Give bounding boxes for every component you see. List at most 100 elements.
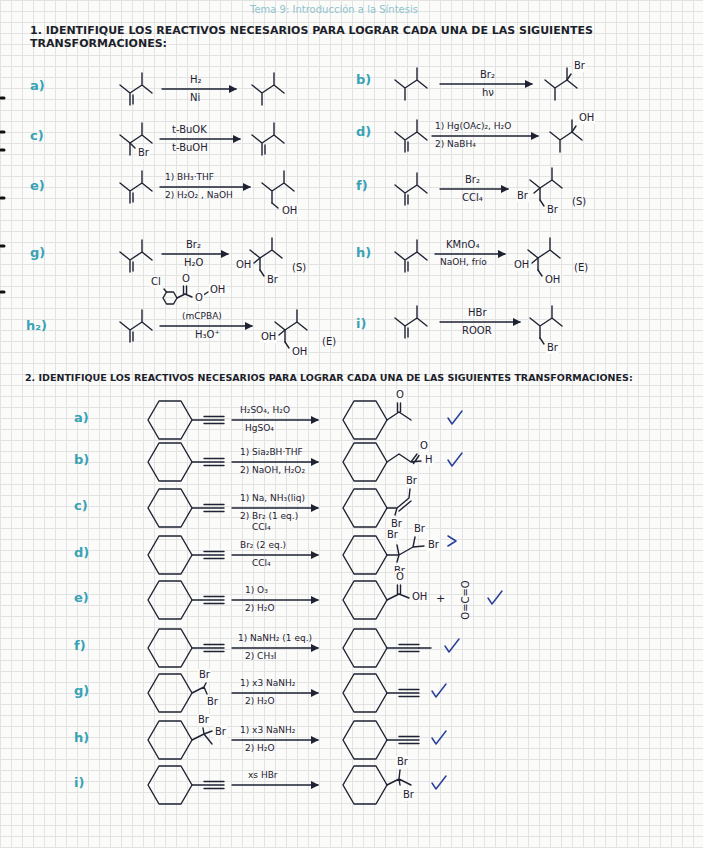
reagent-text: Br₂ (2 eq.) xyxy=(240,540,286,551)
binding-marks xyxy=(1,98,4,292)
item-letter: a) xyxy=(30,78,45,94)
item-letter: e) xyxy=(30,178,45,194)
atom-label: Br xyxy=(206,696,219,708)
reagent-text: KMnO₄ xyxy=(446,239,479,251)
atom-label: Br xyxy=(396,756,409,768)
item-letter: i) xyxy=(356,316,366,332)
reagent-text: t-BuOK xyxy=(172,124,207,136)
page-title: Tema 9: Introducción a la Síntesis xyxy=(250,4,418,16)
reagent-text: 1) BH₃·THF xyxy=(165,172,214,183)
atom-label: Br xyxy=(546,204,559,216)
atom-label: Br xyxy=(197,714,210,726)
item-letter: c) xyxy=(30,128,44,144)
reagent-text: 2) H₂O xyxy=(245,603,275,614)
atom-label: OH xyxy=(291,346,308,358)
atom-label: OH xyxy=(544,274,561,286)
reagent-text: 1) Na, NH₃(liq) xyxy=(240,493,305,504)
reagent-text: CCl₄ xyxy=(252,558,271,569)
reagent-text: 2) H₂O xyxy=(245,743,275,754)
item-letter: h) xyxy=(356,245,371,261)
reagent-text: 1) Hg(OAc)₂, H₂O xyxy=(435,121,511,132)
reagent-text: Br₂ xyxy=(480,69,495,81)
reagent-text: Ni xyxy=(190,92,200,104)
atom-label: Br xyxy=(137,147,150,159)
item-letter: e) xyxy=(74,590,89,606)
reagent-text: t-BuOH xyxy=(172,142,208,154)
atom-label: OH xyxy=(578,112,595,124)
reagent-text: Br₂ xyxy=(465,174,480,186)
reagent-text: (mCPBA) xyxy=(182,311,222,322)
atom-label: OH xyxy=(411,591,428,603)
atom-label: Br xyxy=(546,342,559,354)
atom-label: Br xyxy=(198,669,211,681)
atom-label: H xyxy=(424,454,434,466)
reagent-text: 2) NaBH₄ xyxy=(435,139,476,150)
atom-label: Br xyxy=(427,539,440,551)
item-letter: b) xyxy=(356,72,371,88)
reagent-text: Br₂ xyxy=(186,239,201,251)
atom-label: Br xyxy=(402,789,415,801)
atom-label: OH xyxy=(281,205,298,217)
atom-label: Br xyxy=(573,60,586,72)
reagent-text: NaOH, frío xyxy=(440,257,487,268)
reagent-text: ROOR xyxy=(462,325,492,337)
product-formula: O=C=O xyxy=(460,580,472,619)
item-letter: f) xyxy=(74,638,86,654)
stereo-descriptor: (E) xyxy=(574,262,588,274)
reagent-text: 2) Br₂ (1 eq.) xyxy=(240,511,298,522)
atom-label: OH xyxy=(235,259,252,271)
stereo-descriptor: (S) xyxy=(292,262,306,274)
atom-label: Cl xyxy=(150,276,162,288)
reagent-text: xs HBr xyxy=(248,770,278,781)
reagent-text: H₃O⁺ xyxy=(195,329,220,341)
reagent-text: 1) O₃ xyxy=(245,585,268,596)
reagent-text: CCl₄ xyxy=(252,522,271,533)
item-letter: i) xyxy=(74,775,84,791)
check-marks xyxy=(432,411,502,789)
atom-label: Br xyxy=(214,726,227,738)
part-1-structures xyxy=(120,68,582,348)
reagent-text: CCl₄ xyxy=(462,192,483,204)
atom-label: Br xyxy=(266,274,279,286)
atom-label: O xyxy=(395,571,405,583)
item-letter: h) xyxy=(74,730,89,746)
atom-label: Br xyxy=(413,523,426,535)
atom-label: O xyxy=(181,273,191,285)
item-letter: a) xyxy=(74,410,89,426)
atom-label: O xyxy=(395,389,405,401)
reagent-text: H₂ xyxy=(190,74,202,86)
atom-label: O xyxy=(419,440,429,452)
atom-label: OH xyxy=(260,331,277,343)
part-2-structures xyxy=(148,401,431,804)
item-letter: d) xyxy=(74,545,89,561)
reagent-text: 1) NaNH₂ (1 eq.) xyxy=(238,633,312,644)
atom-label: Br xyxy=(516,190,529,202)
reagent-text: 2) CH₃I xyxy=(245,651,276,662)
item-letter: g) xyxy=(30,245,45,261)
atom-label: O xyxy=(194,292,204,304)
item-letter: h₂) xyxy=(26,318,47,334)
atom-label: Br xyxy=(386,529,399,541)
item-letter: c) xyxy=(74,498,88,514)
reagent-text: 2) H₂O xyxy=(245,696,275,707)
reagent-text: + xyxy=(436,592,445,605)
reagent-text: HBr xyxy=(468,307,487,319)
stereo-descriptor: (E) xyxy=(322,336,336,348)
reagent-text: H₂SO₄, H₂O xyxy=(240,405,290,416)
item-letter: g) xyxy=(74,683,89,699)
atom-label: OH xyxy=(209,284,226,296)
reagent-text: 1) x3 NaNH₂ xyxy=(240,678,295,689)
atom-label: OH xyxy=(513,259,530,271)
item-letter: f) xyxy=(356,178,368,194)
item-letter: d) xyxy=(356,124,371,140)
reagent-text: H₂O xyxy=(184,257,203,269)
reagent-text: 2) H₂O₂ , NaOH xyxy=(165,190,233,201)
reagent-text: HgSO₄ xyxy=(245,423,274,434)
reagent-text: 2) NaOH, H₂O₂ xyxy=(240,465,305,476)
atom-label: Br xyxy=(405,475,418,487)
reagent-text: 1) Sia₂BH·THF xyxy=(240,447,303,458)
reagent-text: hν xyxy=(482,87,494,99)
reagent-text: 1) x3 NaNH₂ xyxy=(240,725,295,736)
stereo-descriptor: (S) xyxy=(572,196,586,208)
